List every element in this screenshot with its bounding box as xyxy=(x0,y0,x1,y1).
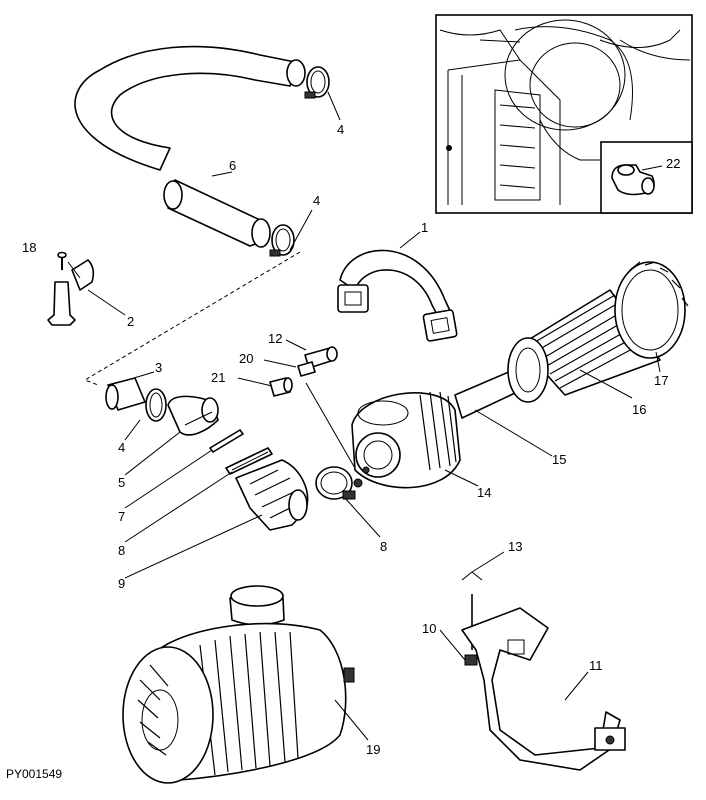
callout-19: 19 xyxy=(366,742,380,757)
part-9-outlet-elbow xyxy=(235,459,309,531)
callout-2: 2 xyxy=(127,314,134,329)
callout-11: 11 xyxy=(589,658,603,673)
part-21-cap xyxy=(269,377,293,397)
callout-7: 7 xyxy=(118,509,125,524)
callout-8: 8 xyxy=(118,543,125,558)
callout-16: 16 xyxy=(632,402,646,417)
callout-17: 17 xyxy=(654,373,668,388)
part-4-hose-clamp-middle xyxy=(269,224,295,257)
leader-lines xyxy=(67,91,661,741)
callout-22: 22 xyxy=(666,156,680,171)
part-3-sleeve xyxy=(105,377,146,411)
part-8-clamp-center xyxy=(315,466,356,500)
part-18-bolt xyxy=(57,251,67,270)
part-1-mounting-strap xyxy=(337,249,458,342)
callout-9: 9 xyxy=(118,576,125,591)
part-5-elbow xyxy=(167,395,219,436)
part-8-clamp-left xyxy=(225,447,273,475)
sensor-wire xyxy=(305,382,357,471)
callout-12: 12 xyxy=(268,331,282,346)
callout-4: 4 xyxy=(118,440,125,455)
part-20-fitting xyxy=(297,361,316,377)
part-2-bracket xyxy=(47,259,95,326)
callout-6: 6 xyxy=(229,158,236,173)
callout-13: 13 xyxy=(508,539,522,554)
callout-4: 4 xyxy=(337,122,344,137)
callout-8: 8 xyxy=(380,539,387,554)
part-17-end-cap xyxy=(614,261,689,359)
inset-detail xyxy=(435,14,693,214)
part-10-nut xyxy=(464,654,478,666)
callout-3: 3 xyxy=(155,360,162,375)
part-4-hose-clamp-lower xyxy=(145,388,167,422)
figure-id: PY001549 xyxy=(6,767,62,781)
callout-5: 5 xyxy=(118,475,125,490)
part-6-intake-hose xyxy=(74,45,306,248)
part-7-seal-ring xyxy=(209,429,244,453)
callout-15: 15 xyxy=(552,452,566,467)
callout-18: 18 xyxy=(22,240,36,255)
callout-labels: 4 6 4 1 18 2 12 20 3 21 4 5 14 15 16 17 … xyxy=(22,122,680,757)
part-19-air-cleaner-assembly xyxy=(122,585,355,784)
callout-14: 14 xyxy=(477,485,491,500)
callout-10: 10 xyxy=(422,621,436,636)
callout-4: 4 xyxy=(313,193,320,208)
assembly-dashed-line xyxy=(83,251,301,386)
callout-1: 1 xyxy=(421,220,428,235)
part-11-mounting-strap xyxy=(461,607,626,771)
part-14-air-cleaner-housing xyxy=(351,391,461,489)
part-4-hose-clamp-upper xyxy=(304,66,330,99)
callout-21: 21 xyxy=(211,370,225,385)
callout-20: 20 xyxy=(239,351,253,366)
